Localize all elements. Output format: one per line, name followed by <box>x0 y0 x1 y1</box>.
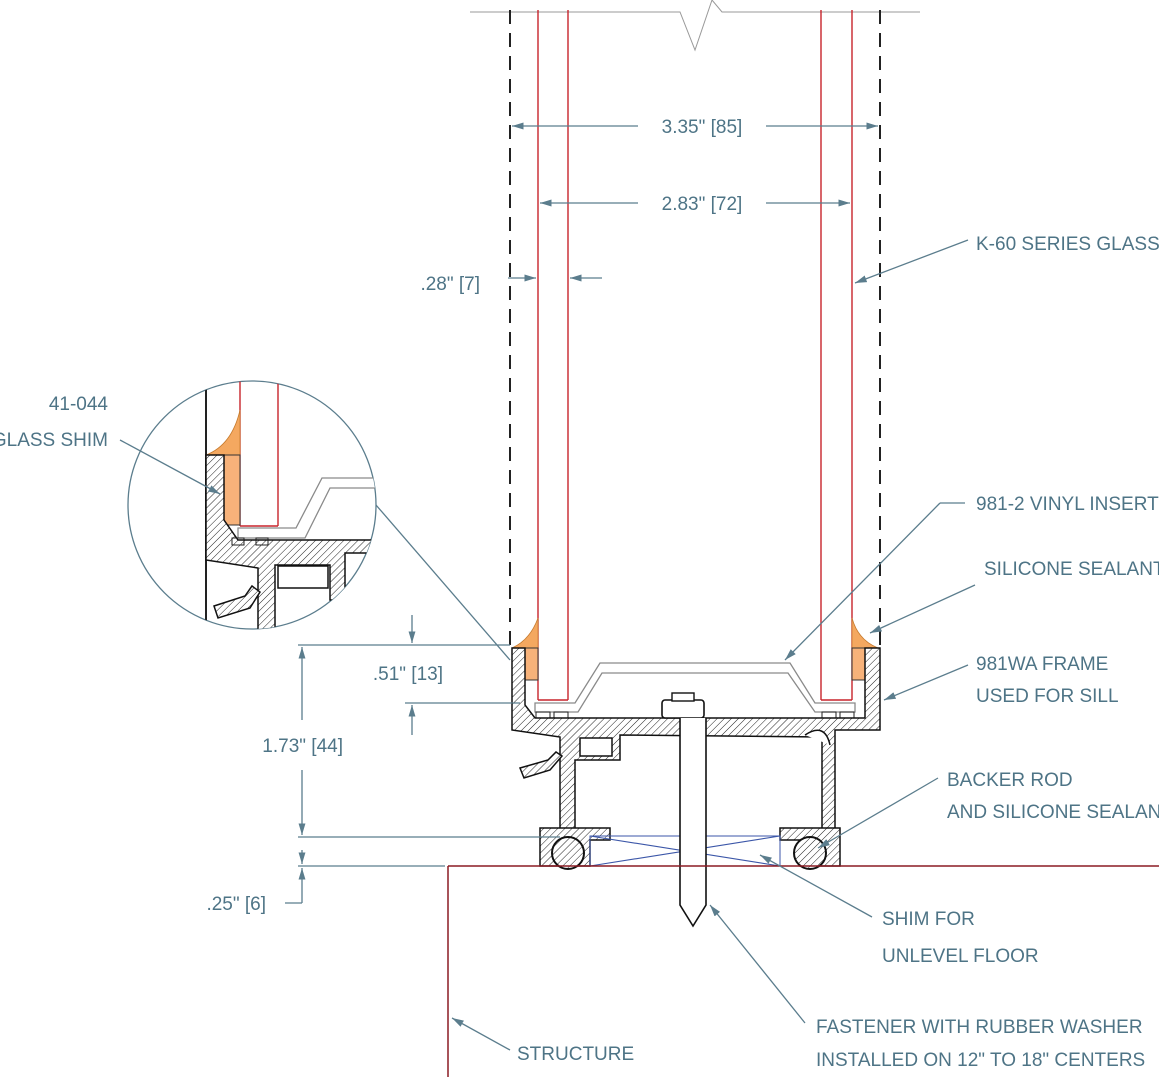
callout-glass-shim-part: 41-044 <box>49 394 109 415</box>
callout-glass: K-60 SERIES GLASS <box>854 234 1159 284</box>
callout-backer-rod: BACKER ROD AND SILICONE SEALANT <box>817 770 1159 849</box>
fastener <box>661 692 707 928</box>
callout-glass-label: K-60 SERIES GLASS <box>976 234 1159 255</box>
glass-unit <box>509 10 881 701</box>
callout-fastener-line2: INSTALLED ON 12" TO 18" CENTERS <box>816 1050 1145 1071</box>
dim-inner-width: 2.83" [72] <box>540 194 850 215</box>
callout-vinyl-label: 981-2 VINYL INSERT <box>976 494 1159 515</box>
callout-shim-line1: SHIM FOR <box>882 909 975 930</box>
callout-backer-line1: BACKER ROD <box>947 770 1073 791</box>
dim-frame-depth-label: .51" [13] <box>373 664 443 685</box>
callout-vinyl: 981-2 VINYL INSERT <box>784 494 1159 661</box>
dim-glass-thickness-label: .28" [7] <box>420 274 480 295</box>
callout-silicone-label: SILICONE SEALANT <box>984 559 1159 580</box>
callout-shim-line2: UNLEVEL FLOOR <box>882 946 1039 967</box>
callout-frame-line2: USED FOR SILL <box>976 686 1119 707</box>
break-line <box>470 0 920 52</box>
dim-outer-width: 3.35" [85] <box>512 117 878 138</box>
callout-fastener-line1: FASTENER WITH RUBBER WASHER <box>816 1017 1143 1038</box>
callout-fastener: FASTENER WITH RUBBER WASHER INSTALLED ON… <box>709 904 1145 1071</box>
detail-circle <box>127 380 511 661</box>
dim-frame-height-label: 1.73" [44] <box>262 736 343 757</box>
dim-frame-height: 1.73" [44] <box>262 644 560 838</box>
callout-shim: SHIM FOR UNLEVEL FLOOR <box>759 854 1039 967</box>
dim-glass-thickness: .28" [7] <box>420 274 602 295</box>
dim-frame-depth: .51" [13] <box>373 615 520 735</box>
dim-shim-gap-label: .25" [6] <box>206 894 266 915</box>
callout-silicone: SILICONE SEALANT <box>869 559 1159 634</box>
callout-frame: 981WA FRAME USED FOR SILL <box>883 654 1119 707</box>
dim-shim-gap: .25" [6] <box>206 850 445 915</box>
callout-structure: STRUCTURE <box>451 1017 634 1065</box>
callout-glass-shim: 41-044 GLASS SHIM <box>0 394 221 495</box>
dim-outer-width-label: 3.35" [85] <box>662 117 743 138</box>
structure <box>447 865 1159 1077</box>
callout-frame-line1: 981WA FRAME <box>976 654 1108 675</box>
callout-glass-shim-name: GLASS SHIM <box>0 430 108 451</box>
dim-inner-width-label: 2.83" [72] <box>662 194 743 215</box>
callout-structure-label: STRUCTURE <box>517 1044 634 1065</box>
callout-backer-line2: AND SILICONE SEALANT <box>947 802 1159 823</box>
silicone-beads <box>511 617 879 681</box>
